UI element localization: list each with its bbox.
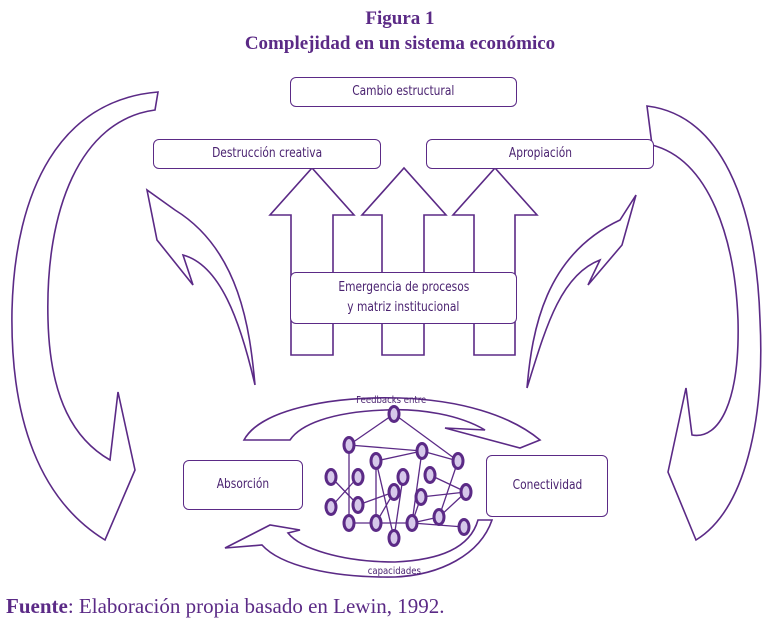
left-outer-curved-arrow: [11, 91, 159, 542]
box-apropiacion: Apropiación: [426, 139, 654, 169]
network-node: [387, 483, 401, 501]
network-node: [459, 483, 473, 501]
label-absorcion: Absorción: [216, 477, 270, 492]
network-edge: [375, 460, 395, 539]
label-apropiacion: Apropiación: [508, 146, 572, 161]
box-emergencia: Emergencia de procesos y matriz instituc…: [290, 272, 517, 324]
figure-number: Figura 1: [365, 8, 435, 29]
network-node: [432, 508, 446, 526]
network-node: [342, 436, 356, 454]
network-node: [324, 468, 338, 486]
network-node: [369, 452, 383, 470]
label-capacidades: capacidades: [367, 566, 421, 577]
network-node: [387, 529, 401, 547]
box-cambio-estructural: Cambio estructural: [290, 77, 517, 107]
box-absorcion: Absorción: [183, 460, 303, 510]
network-node: [351, 468, 365, 486]
figure-title: Complejidad en un sistema económico: [244, 33, 556, 54]
network-node: [423, 466, 437, 484]
box-destruccion-creativa: Destrucción creativa: [153, 139, 381, 169]
right-inner-curved-arrow: [526, 194, 637, 389]
network-edge: [375, 450, 423, 462]
label-destruccion-creativa: Destrucción creativa: [211, 146, 323, 161]
network-edge: [393, 476, 404, 539]
network-node: [369, 514, 383, 532]
network-edge: [411, 450, 423, 524]
network-node: [451, 452, 465, 470]
network-node: [342, 514, 356, 532]
right-outer-curved-arrow: [646, 105, 762, 542]
feedback-arrow-bottom: [224, 519, 494, 578]
network-node: [405, 514, 419, 532]
left-inner-curved-arrow: [145, 188, 256, 386]
network-edge: [393, 413, 459, 462]
network-edge: [438, 460, 459, 518]
box-conectividad: Conectividad: [486, 455, 608, 517]
label-conectividad: Conectividad: [512, 478, 582, 493]
source-label: Fuente: [6, 594, 68, 618]
network-node: [351, 496, 365, 514]
label-feedbacks-entre: Feedbacks entre: [356, 395, 427, 406]
up-arrow-3: [451, 166, 539, 356]
network-edge: [348, 444, 423, 452]
network-node: [396, 468, 410, 486]
network-node: [414, 488, 428, 506]
label-cambio-estructural: Cambio estructural: [352, 84, 455, 99]
up-arrow-2: [360, 166, 448, 356]
label-emergencia-line2: y matriz institucional: [347, 300, 460, 315]
network-edge: [348, 413, 395, 446]
network-node: [324, 498, 338, 516]
label-emergencia-line1: Emergencia de procesos: [338, 280, 469, 295]
network-nodes: [324, 405, 473, 547]
feedback-arrow-top: [242, 397, 542, 449]
source-note: Fuente: Elaboración propia basado en Lew…: [6, 594, 445, 619]
network-node: [457, 518, 471, 536]
up-arrow-1: [268, 166, 356, 356]
source-text: : Elaboración propia basado en Lewin, 19…: [67, 594, 445, 618]
network-edge: [420, 491, 467, 498]
network-node: [387, 405, 401, 423]
network-node: [415, 442, 429, 460]
